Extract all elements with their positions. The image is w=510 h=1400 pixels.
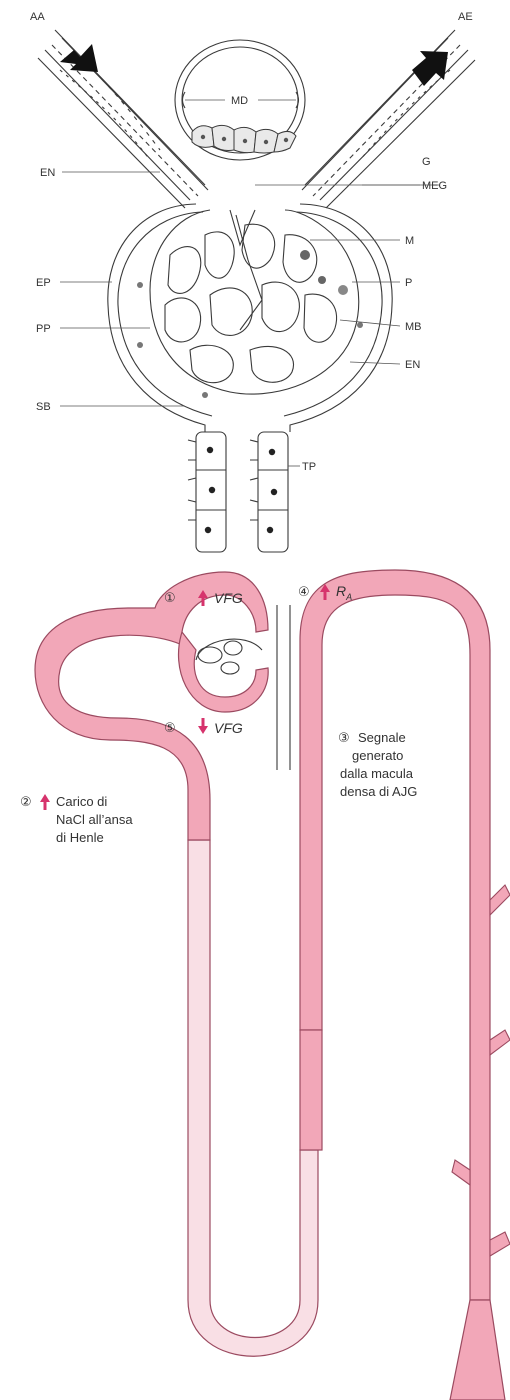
duct-branch-2 [490, 1030, 510, 1055]
nephron-diagram: ① VFG ④ RA ⑤ VFG ③ Segnale generato dall… [20, 570, 510, 1400]
label-p: P [405, 277, 412, 289]
label-m: M [405, 235, 414, 247]
svg-text:⑤: ⑤ [164, 720, 176, 735]
svg-text:di Henle: di Henle [56, 830, 104, 845]
down-arrow-icon [198, 718, 208, 734]
afferent-flow-arrow [60, 44, 98, 72]
label-mb: MB [405, 321, 422, 333]
glomerulus-loops [196, 639, 262, 674]
svg-text:NaCl all’ansa: NaCl all’ansa [56, 812, 133, 827]
svg-text:dalla macula: dalla macula [340, 766, 414, 781]
label-en-right: EN [405, 359, 420, 371]
label-en-left: EN [40, 167, 55, 179]
duct-branch-3 [452, 1160, 470, 1185]
glomerulus-illustration: AA AE MD EN G MEG M EP P PP MB EN SB TP [30, 11, 475, 552]
bowman-capsule [108, 204, 392, 432]
label-aa: AA [30, 11, 45, 23]
up-arrow-icon [40, 794, 50, 810]
efferent-flow-arrow [412, 51, 448, 86]
label-sb: SB [36, 401, 51, 413]
svg-text:Carico di: Carico di [56, 794, 107, 809]
svg-text:generato: generato [352, 748, 403, 763]
arteriole-walls [277, 605, 290, 770]
afferent-arteriole [38, 30, 208, 208]
svg-text:④: ④ [298, 584, 310, 599]
svg-text:VFG: VFG [214, 590, 243, 606]
step-2-nacl-load: ② Carico di NaCl all’ansa di Henle [20, 794, 133, 845]
step-3-macula-densa-signal: ③ Segnale generato dalla macula densa di… [338, 730, 417, 799]
thick-limb-bottom [300, 1030, 322, 1150]
label-tp: TP [302, 461, 316, 473]
label-ep: EP [36, 277, 51, 289]
collecting-duct [450, 1300, 505, 1400]
svg-text:densa di AJG: densa di AJG [340, 784, 417, 799]
svg-text:①: ① [164, 590, 176, 605]
svg-text:Segnale: Segnale [358, 730, 406, 745]
svg-text:VFG: VFG [214, 720, 243, 736]
efferent-arteriole [302, 30, 475, 208]
ascending-limb-distal [300, 570, 490, 1300]
svg-text:②: ② [20, 794, 32, 809]
descending-limb [188, 840, 318, 1356]
label-g: G [422, 156, 431, 168]
label-leaders [60, 172, 440, 466]
proximal-tubule [188, 432, 288, 552]
label-md: MD [231, 95, 248, 107]
duct-branch-4 [490, 1232, 510, 1256]
label-meg: MEG [422, 180, 447, 192]
capillary-tuft [137, 210, 363, 398]
label-pp: PP [36, 323, 51, 335]
duct-branch-1 [490, 885, 510, 915]
svg-text:③: ③ [338, 730, 350, 745]
label-ae: AE [458, 11, 473, 23]
